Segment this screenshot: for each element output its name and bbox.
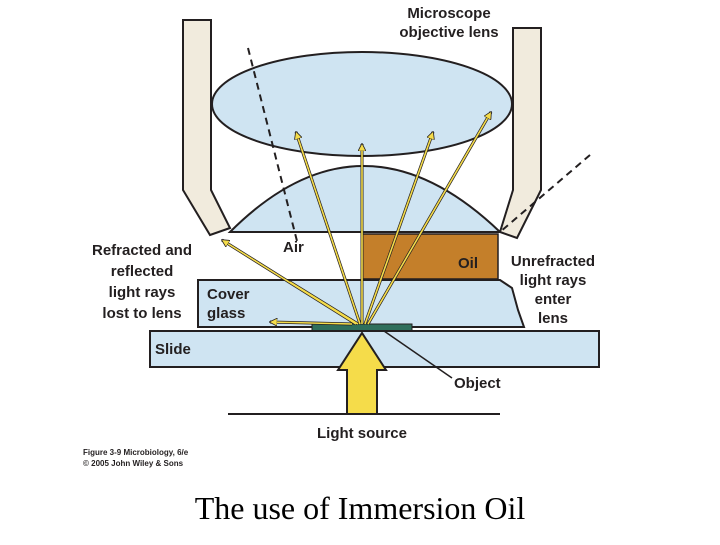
object-leader-line (383, 330, 453, 379)
label-light-source: Light source (317, 425, 407, 442)
dashed-path-right (499, 154, 591, 233)
label-refracted-line1: Refracted and (92, 242, 192, 259)
objective-front-lens (227, 165, 503, 233)
objective-upper-lens (211, 51, 513, 157)
label-slide: Slide (155, 341, 191, 358)
label-refracted-line3: light rays (109, 284, 176, 301)
label-objective-line2: objective lens (399, 24, 498, 41)
specimen-object (311, 323, 413, 332)
label-air: Air (283, 239, 304, 256)
objective-housing-right (498, 27, 542, 240)
dashed-path-left (247, 47, 299, 246)
label-unrefracted-line1: Unrefracted (511, 253, 595, 270)
label-objective-line1: Microscope (407, 5, 490, 22)
objective-housing-left (182, 19, 232, 237)
label-object: Object (454, 375, 501, 392)
label-oil: Oil (458, 255, 478, 272)
figure-credit-line1: Figure 3-9 Microbiology, 6/e (83, 448, 189, 457)
label-unrefracted-line2: light rays (520, 272, 587, 289)
slide-caption: The use of Immersion Oil (194, 490, 526, 526)
light-source-arrow (336, 331, 388, 415)
label-refracted-line2: reflected (111, 263, 174, 280)
label-refracted-line4: lost to lens (102, 305, 181, 322)
label-unrefracted-line4: lens (538, 310, 568, 327)
label-cover-line1: Cover (207, 286, 250, 303)
figure-credit-line2: © 2005 John Wiley & Sons (83, 459, 184, 468)
label-unrefracted-line3: enter (535, 291, 572, 308)
label-cover-line2: glass (207, 305, 245, 322)
